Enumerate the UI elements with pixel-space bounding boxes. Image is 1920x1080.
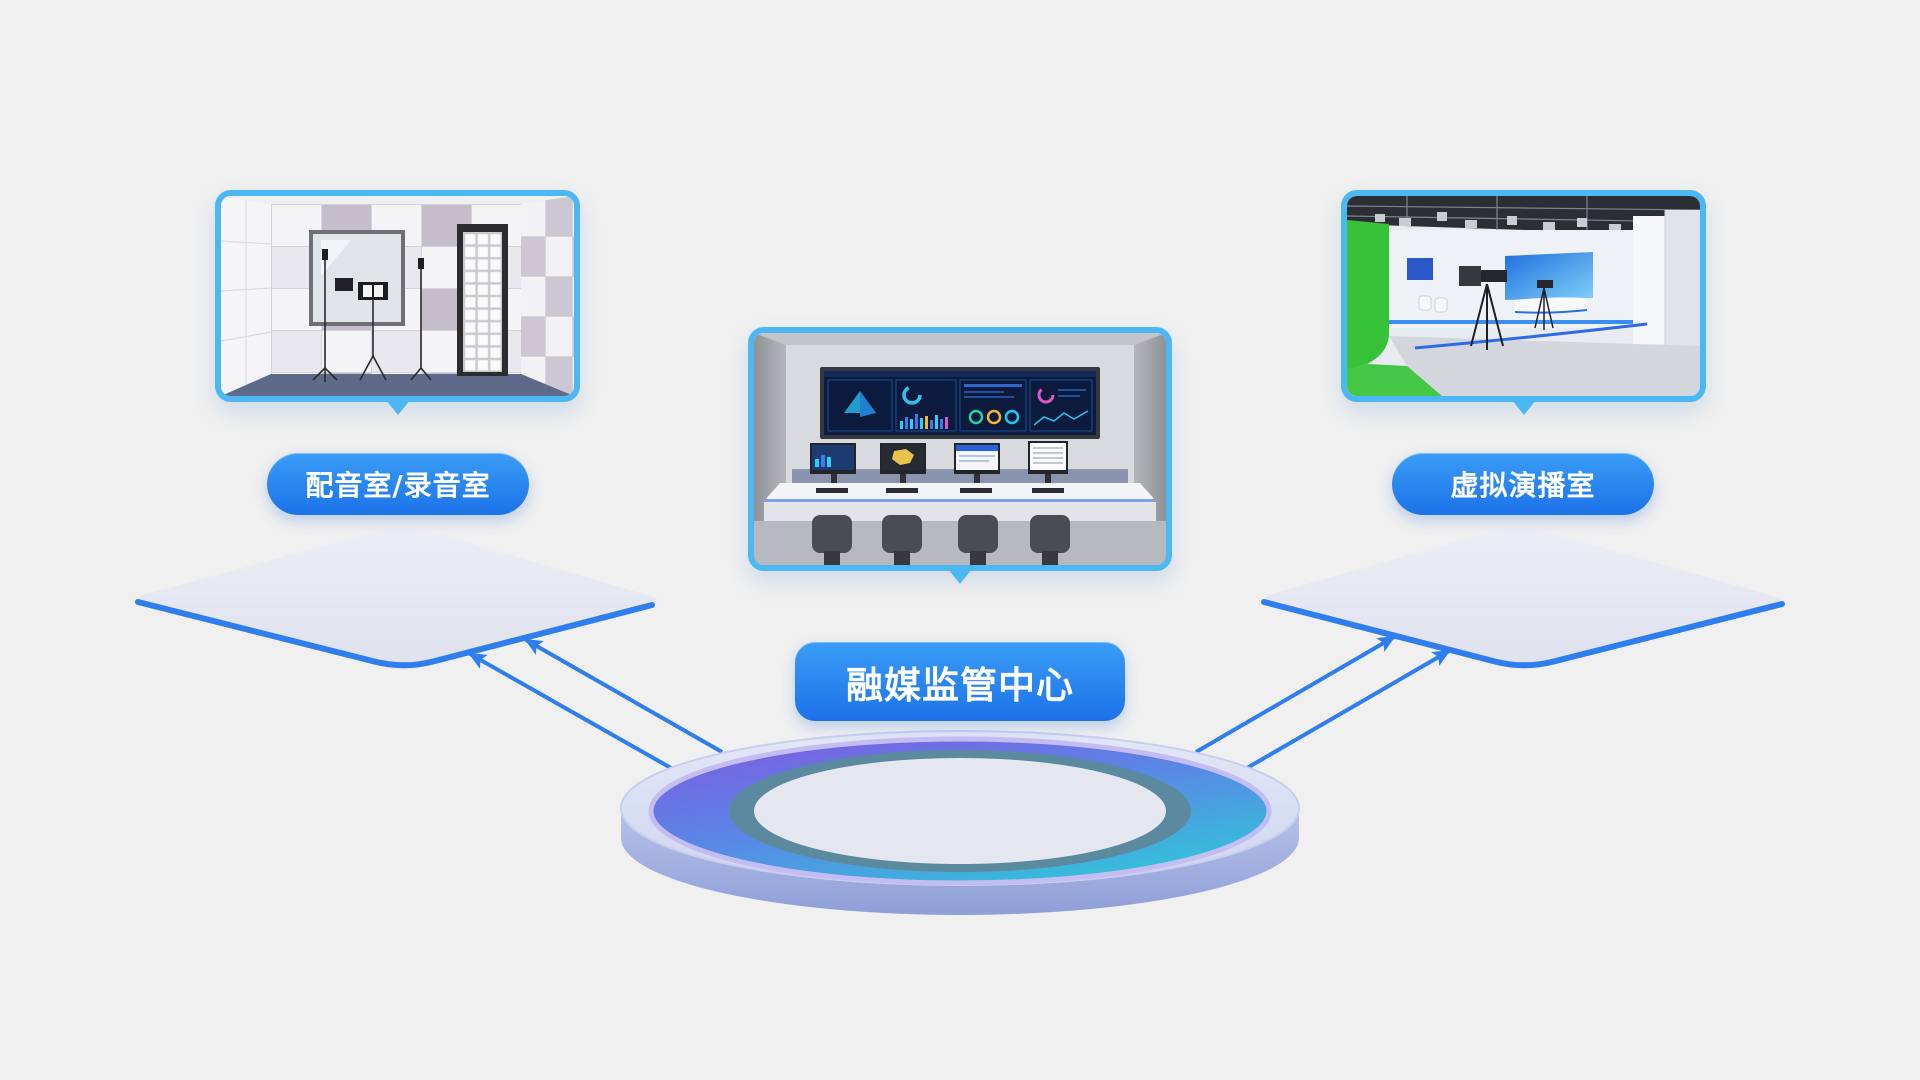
right-wall [521, 196, 574, 396]
ceiling [754, 333, 1166, 345]
chair-1 [812, 515, 852, 553]
monitor-3 [954, 443, 1000, 484]
arrows-right [1194, 635, 1451, 770]
arrow-left-upper [524, 638, 723, 754]
desk-edge-accent [764, 499, 1156, 502]
guest-chairs [1418, 295, 1448, 313]
control-room-photo [754, 333, 1166, 565]
chairs [812, 515, 1070, 565]
stage-lights [1375, 212, 1621, 232]
studio-floor [1389, 336, 1700, 396]
speaker-box [335, 278, 353, 291]
main-screen [1505, 252, 1593, 300]
virtual-studio-card [1341, 190, 1706, 415]
mic-stand-right [410, 258, 432, 381]
arrow-left-lower [468, 652, 672, 770]
anchor-desk [1514, 297, 1588, 314]
right-platform [1261, 528, 1785, 669]
center-platform-inner-surface [754, 758, 1166, 864]
control-room-photo-frame [754, 333, 1166, 565]
monitor-1 [810, 443, 856, 484]
recording-studio-label: 配音室/录音室 [267, 453, 529, 515]
center-platform-side [621, 808, 1299, 915]
chair-4 [1030, 515, 1070, 553]
virtual-studio-photo-frame [1347, 196, 1700, 396]
music-stand [358, 282, 388, 381]
recording-studio-photo [221, 196, 574, 396]
left-platform-edge [135, 599, 655, 669]
media-monitoring-center-label-text: 融媒监管中心 [846, 663, 1074, 707]
control-room-card [748, 327, 1172, 584]
floor [221, 374, 574, 396]
monitor-4 [1028, 441, 1068, 484]
left-platform-top [138, 528, 658, 664]
side-screen [1407, 258, 1433, 280]
virtual-studio-label: 虚拟演播室 [1392, 453, 1654, 515]
left-platform [135, 528, 658, 669]
video-wall [820, 367, 1100, 439]
center-platform [620, 730, 1300, 915]
virtual-studio-photo [1347, 196, 1700, 396]
mic-stand-left [312, 249, 338, 382]
green-screen [1347, 220, 1389, 370]
keyboards [816, 488, 1064, 493]
window [309, 230, 405, 326]
video-wall-bars [900, 414, 948, 429]
center-card-pointer [948, 569, 972, 584]
arrow-right-lower [1245, 649, 1451, 770]
left-card-pointer [385, 400, 410, 415]
chair-2 [882, 515, 922, 553]
camera-secondary [1534, 280, 1554, 330]
chair-3 [958, 515, 998, 553]
virtual-studio-label-text: 虚拟演播室 [1450, 469, 1596, 502]
left-wall-seams [221, 200, 272, 385]
floor-blue-curve [1414, 322, 1648, 350]
right-card-pointer [1511, 400, 1536, 415]
green-floor [1347, 364, 1442, 396]
media-monitoring-center-label: 融媒监管中心 [795, 642, 1125, 721]
recording-studio-photo-frame [221, 196, 574, 396]
arrow-right-upper [1194, 635, 1396, 754]
right-platform-edge [1261, 599, 1785, 669]
recording-studio-label-text: 配音室/录音室 [305, 469, 491, 502]
door [457, 224, 508, 376]
arrows-left [468, 638, 723, 770]
ceiling [221, 196, 574, 204]
camera-main [1459, 266, 1507, 350]
monitor-2 [880, 443, 926, 484]
right-platform-top [1264, 528, 1782, 664]
recording-studio-card [215, 190, 580, 415]
led-strip [1389, 320, 1633, 324]
